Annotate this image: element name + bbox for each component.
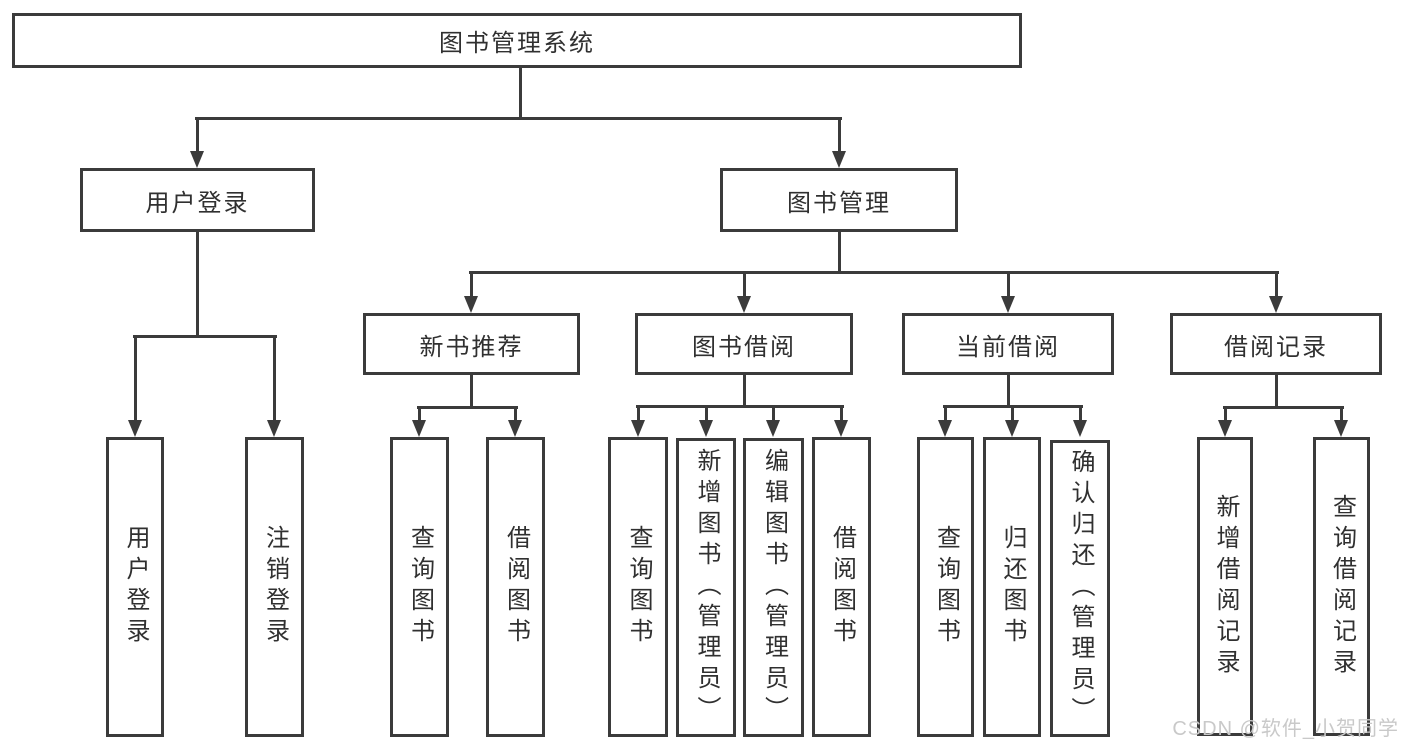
- node-op-log-query-record: 查询借阅记录: [1313, 437, 1370, 736]
- connector-shaft: [636, 406, 640, 421]
- node-label-user-login: 用户登录: [145, 189, 250, 217]
- csdn-watermark: CSDN @软件_小贺同学: [1172, 718, 1399, 740]
- node-op-log-add-record: 新增借阅记录: [1197, 437, 1253, 736]
- arrowhead-down-icon: [1334, 420, 1348, 437]
- node-op-logout: 注销登录: [245, 437, 304, 737]
- node-label-op-bor-add-book: 新增图书（管理员）: [693, 448, 720, 727]
- node-op-cur-query-book: 查询图书: [917, 437, 974, 737]
- connector-stem: [469, 375, 473, 409]
- connector-stem: [195, 232, 199, 338]
- node-label-op-cur-return-book: 归还图书: [999, 525, 1026, 649]
- node-label-op-user-login: 用户登录: [122, 525, 149, 649]
- connector-shaft: [1078, 406, 1082, 421]
- node-label-op-rec-borrow-book: 借阅图书: [502, 525, 530, 649]
- node-label-op-cur-query-book: 查询图书: [932, 525, 960, 649]
- node-current-borrow: 当前借阅: [902, 313, 1114, 375]
- node-book-borrow: 图书借阅: [635, 313, 853, 375]
- node-label-book-borrow: 图书借阅: [692, 333, 796, 361]
- connector-shaft: [742, 272, 746, 297]
- connector-stem: [742, 375, 746, 408]
- node-label-op-bor-borrow-book: 借阅图书: [828, 525, 856, 649]
- node-op-bor-add-book: 新增图书（管理员）: [676, 438, 736, 737]
- connector-shaft: [195, 118, 199, 152]
- connector-stem: [1006, 375, 1010, 408]
- connector-shaft: [1010, 406, 1014, 421]
- node-op-cur-return-book: 归还图书: [983, 437, 1041, 737]
- node-op-user-login: 用户登录: [106, 437, 164, 737]
- node-label-op-log-query-record: 查询借阅记录: [1328, 493, 1356, 680]
- arrowhead-down-icon: [1073, 420, 1087, 437]
- node-system: 图书管理系统: [12, 13, 1022, 68]
- arrowhead-down-icon: [834, 420, 848, 437]
- arrowhead-down-icon: [699, 420, 713, 437]
- node-label-op-cur-confirm-return: 确认归还（管理员）: [1067, 449, 1094, 728]
- arrowhead-down-icon: [1218, 420, 1232, 437]
- arrowhead-down-icon: [1001, 296, 1015, 313]
- node-label-op-logout: 注销登录: [261, 525, 289, 649]
- node-label-borrow-records: 借阅记录: [1224, 333, 1328, 361]
- node-label-new-book-rec: 新书推荐: [419, 333, 524, 361]
- arrowhead-down-icon: [631, 420, 645, 437]
- connector-shaft: [513, 407, 517, 421]
- arrowhead-down-icon: [1005, 420, 1019, 437]
- connector-stem: [1274, 375, 1278, 409]
- connector-stem: [837, 232, 841, 274]
- arrowhead-down-icon: [128, 420, 142, 437]
- connector-bar: [416, 405, 518, 409]
- arrowhead-down-icon: [938, 420, 952, 437]
- arrowhead-down-icon: [267, 420, 281, 437]
- connector-bar: [468, 270, 1279, 274]
- connector-shaft: [417, 407, 421, 421]
- connector-bar: [635, 404, 844, 408]
- arrowhead-down-icon: [737, 296, 751, 313]
- connector-shaft: [1223, 407, 1227, 421]
- node-label-op-bor-query-book: 查询图书: [625, 525, 652, 649]
- node-label-book-mgmt: 图书管理: [787, 189, 891, 217]
- node-op-bor-borrow-book: 借阅图书: [812, 437, 871, 737]
- arrowhead-down-icon: [508, 420, 522, 437]
- connector-shaft: [943, 406, 947, 421]
- connector-shaft: [837, 118, 841, 152]
- node-op-bor-query-book: 查询图书: [608, 437, 668, 737]
- connector-stem: [518, 68, 522, 120]
- connector-shaft: [839, 406, 843, 421]
- connector-bar: [1222, 405, 1344, 409]
- arrowhead-down-icon: [832, 151, 846, 168]
- node-label-system: 图书管理系统: [439, 30, 595, 57]
- arrowhead-down-icon: [412, 420, 426, 437]
- node-label-op-log-add-record: 新增借阅记录: [1212, 493, 1239, 680]
- node-book-mgmt: 图书管理: [720, 168, 958, 232]
- connector-shaft: [704, 406, 708, 421]
- node-new-book-rec: 新书推荐: [363, 313, 580, 375]
- connector-shaft: [1339, 407, 1343, 421]
- connector-shaft: [133, 336, 137, 421]
- arrowhead-down-icon: [464, 296, 478, 313]
- node-label-op-bor-edit-book: 编辑图书（管理员）: [760, 448, 788, 727]
- node-op-rec-query-book: 查询图书: [390, 437, 449, 737]
- connector-shaft: [1274, 272, 1278, 297]
- arrowhead-down-icon: [190, 151, 204, 168]
- connector-bar: [194, 116, 842, 120]
- node-label-op-rec-query-book: 查询图书: [406, 525, 434, 649]
- node-op-cur-confirm-return: 确认归还（管理员）: [1050, 440, 1110, 737]
- connector-bar: [132, 334, 277, 338]
- node-borrow-records: 借阅记录: [1170, 313, 1382, 375]
- connector-shaft: [771, 406, 775, 421]
- connector-shaft: [272, 336, 276, 421]
- node-op-rec-borrow-book: 借阅图书: [486, 437, 545, 737]
- node-label-current-borrow: 当前借阅: [956, 333, 1060, 361]
- node-op-bor-edit-book: 编辑图书（管理员）: [743, 438, 804, 737]
- connector-shaft: [1006, 272, 1010, 297]
- arrowhead-down-icon: [766, 420, 780, 437]
- node-user-login: 用户登录: [80, 168, 315, 232]
- arrowhead-down-icon: [1269, 296, 1283, 313]
- connector-shaft: [469, 272, 473, 297]
